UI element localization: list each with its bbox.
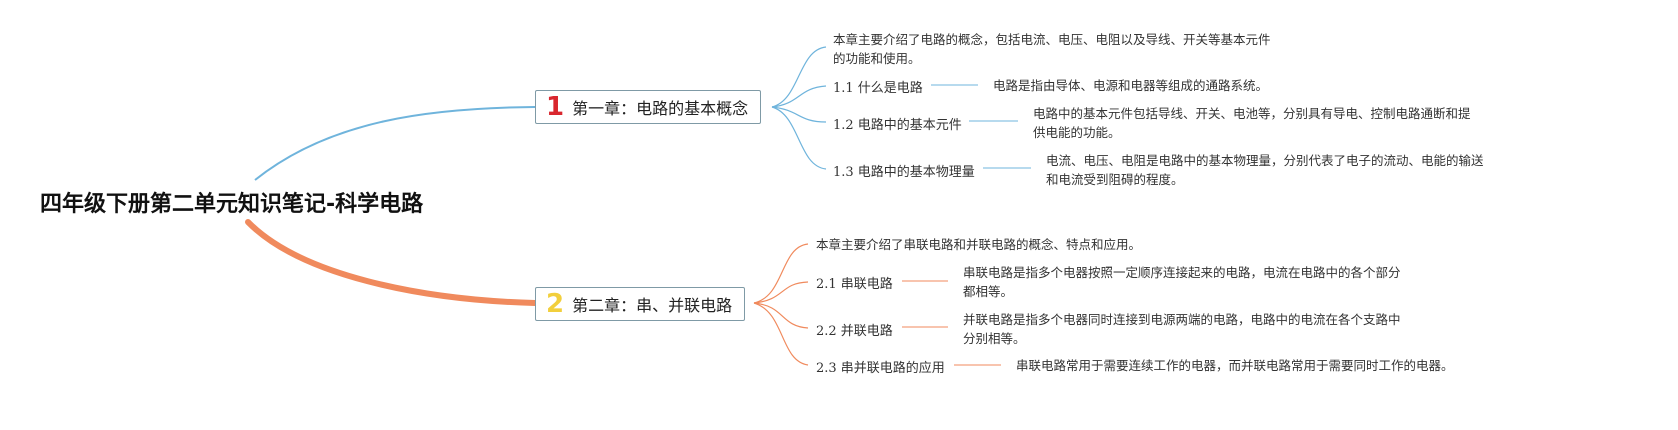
desc-line: 电流、电压、电阻是电路中的基本物理量，分别代表了电子的流动、电能的输送 — [1046, 153, 1484, 168]
desc-line: 串联电路常用于需要连续工作的电器，而并联电路常用于需要同时工作的电器。 — [1016, 358, 1454, 373]
desc-line: 串联电路是指多个电器按照一定顺序连接起来的电路，电流在电路中的各个部分 — [963, 265, 1401, 280]
chapter-1-number: 1 — [546, 92, 565, 122]
root-topic[interactable]: 四年级下册第二单元知识笔记-科学电路 — [40, 192, 424, 217]
chapter-2-number: 2 — [546, 289, 565, 319]
root-to-chapter-2-link — [245, 219, 538, 306]
chapter-1-node[interactable]: 1 第一章：电路的基本概念 — [535, 90, 762, 124]
chapter-1-item-2-desc[interactable]: 电路中的基本元件包括导线、开关、电池等，分别具有导电、控制电路通断和提 供电能的… — [1033, 104, 1471, 142]
desc-line: 都相等。 — [963, 284, 1014, 299]
desc-line: 并联电路是指多个电器同时连接到电源两端的电路，电路中的电流在各个支路中 — [963, 312, 1401, 327]
chapter-2-item-1-label[interactable]: 2.1 串联电路 — [816, 277, 893, 292]
chapter-1-item-1-link — [771, 85, 827, 108]
chapter-1-item-3-link — [771, 106, 827, 170]
chapter-1-intro-link — [771, 46, 827, 108]
chapter-1-item-1-desc[interactable]: 电路是指由导体、电源和电器等组成的通路系统。 — [993, 76, 1268, 95]
chapter-2-item-3-label[interactable]: 2.3 串并联电路的应用 — [816, 361, 945, 376]
chapter-2-title: 第二章：串、并联电路 — [572, 296, 733, 315]
chapter-1-intro[interactable]: 本章主要介绍了电路的概念，包括电流、电压、电阻以及导线、开关等基本元件 的功能和… — [833, 30, 1271, 68]
chapter-1-title: 第一章：电路的基本概念 — [572, 99, 749, 118]
desc-line: 电路中的基本元件包括导线、开关、电池等，分别具有导电、控制电路通断和提 — [1033, 106, 1471, 121]
chapter-2-intro-link — [753, 243, 809, 304]
chapter-1-intro-line: 的功能和使用。 — [833, 51, 921, 66]
chapter-1-item-2-link — [771, 106, 827, 123]
chapter-2-item-3-link — [753, 302, 809, 366]
chapter-2-item-2-label[interactable]: 2.2 并联电路 — [816, 324, 893, 339]
desc-line: 分别相等。 — [963, 331, 1026, 346]
chapter-2-item-2-desc[interactable]: 并联电路是指多个电器同时连接到电源两端的电路，电路中的电流在各个支路中 分别相等… — [963, 310, 1401, 348]
chapter-2-item-2-link — [753, 302, 809, 329]
chapter-1-item-3-label[interactable]: 1.3 电路中的基本物理量 — [833, 165, 975, 180]
desc-line: 和电流受到阻碍的程度。 — [1046, 172, 1184, 187]
chapter-1-item-2-label[interactable]: 1.2 电路中的基本元件 — [833, 118, 962, 133]
chapter-2-item-3-desc[interactable]: 串联电路常用于需要连续工作的电器，而并联电路常用于需要同时工作的电器。 — [1016, 356, 1454, 375]
chapter-1-item-3-desc[interactable]: 电流、电压、电阻是电路中的基本物理量，分别代表了电子的流动、电能的输送 和电流受… — [1046, 151, 1484, 189]
chapter-1-intro-line: 本章主要介绍了电路的概念，包括电流、电压、电阻以及导线、开关等基本元件 — [833, 32, 1271, 47]
root-to-chapter-1-link — [254, 106, 536, 181]
desc-line: 供电能的功能。 — [1033, 125, 1121, 140]
desc-line: 电路是指由导体、电源和电器等组成的通路系统。 — [993, 78, 1269, 93]
chapter-2-node[interactable]: 2 第二章：串、并联电路 — [535, 287, 746, 321]
chapter-2-intro[interactable]: 本章主要介绍了串联电路和并联电路的概念、特点和应用。 — [816, 235, 1141, 254]
chapter-2-intro-line: 本章主要介绍了串联电路和并联电路的概念、特点和应用。 — [816, 237, 1142, 252]
chapter-2-item-1-link — [753, 281, 809, 304]
chapter-1-item-1-label[interactable]: 1.1 什么是电路 — [833, 81, 923, 96]
chapter-2-item-1-desc[interactable]: 串联电路是指多个电器按照一定顺序连接起来的电路，电流在电路中的各个部分 都相等。 — [963, 263, 1401, 301]
